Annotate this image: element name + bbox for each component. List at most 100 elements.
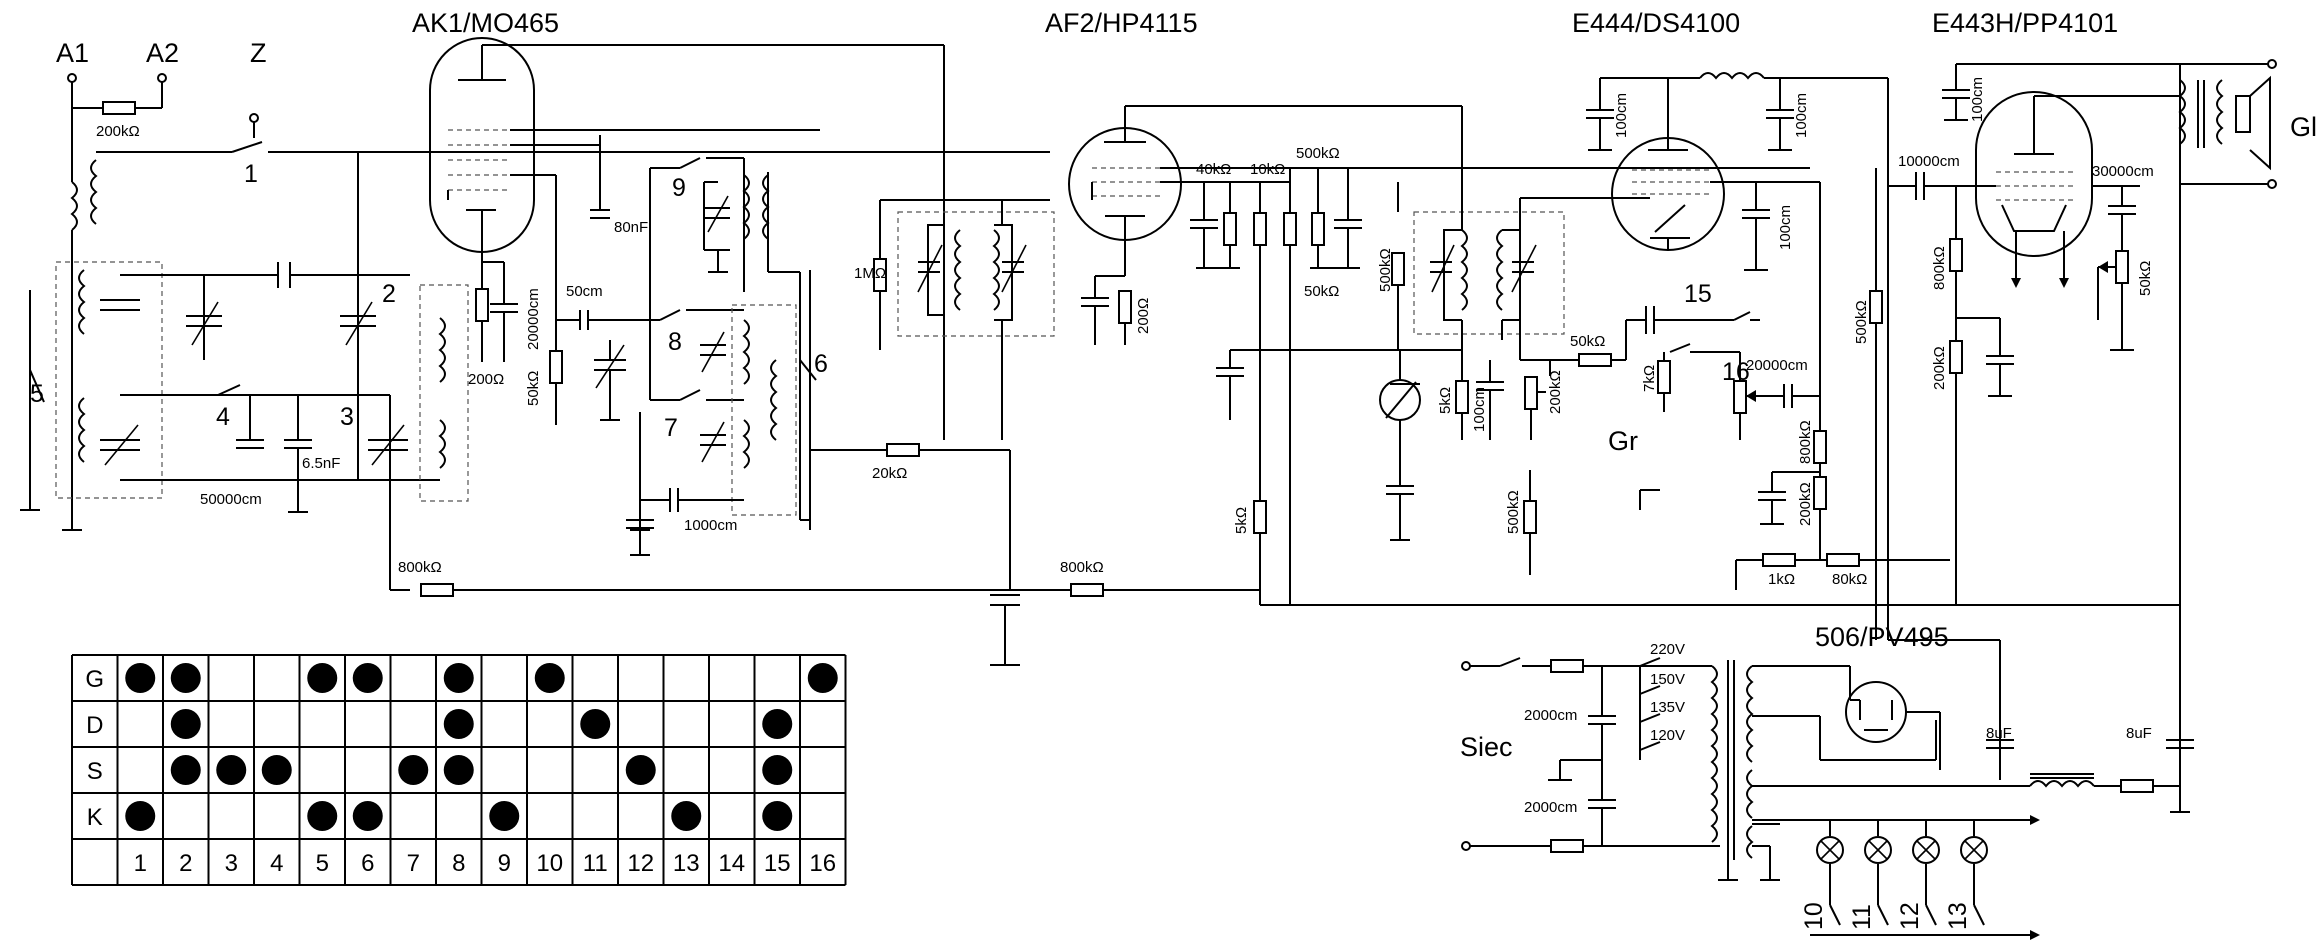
- table-col-label: 5: [316, 850, 329, 877]
- label-r-1m: 1MΩ: [854, 265, 886, 282]
- table-dot: [170, 709, 201, 739]
- table-dot: [352, 663, 383, 693]
- tube-ak1: 200Ω 20000cm 50kΩ 80nF 50cm: [429, 37, 945, 425]
- tube-name-ak1: AK1/MO465: [412, 8, 559, 38]
- label-c-2000cm-b: 2000cm: [1524, 799, 1577, 816]
- label-r-800k-c: 800kΩ: [1797, 420, 1814, 464]
- label-c-1000cm: 1000cm: [684, 517, 737, 534]
- tube-name-e444: E444/DS4100: [1572, 8, 1740, 38]
- oscillator-section: 9 8 7: [594, 157, 1011, 590]
- table-dot: [261, 755, 292, 785]
- label-c-8uf-b: 8uF: [2126, 725, 2152, 742]
- table-dot: [170, 663, 201, 693]
- label-r-800k-d: 800kΩ: [1931, 246, 1948, 290]
- table-dot: [762, 755, 793, 785]
- table-dot: [671, 801, 702, 831]
- label-r-500k-det: 500kΩ: [1377, 248, 1394, 292]
- label-c-6-5nf: 6.5nF: [302, 455, 340, 472]
- switch-15-label: 15: [1684, 280, 1712, 308]
- table-col-label: 3: [225, 850, 238, 877]
- label-r-50k-osc: 50kΩ: [525, 371, 542, 406]
- table-dot: [625, 755, 656, 785]
- label-c-30000cm: 30000cm: [2092, 163, 2154, 180]
- table-col-label: 14: [718, 850, 745, 877]
- table-col-label: 13: [673, 850, 700, 877]
- switch-1-label: 1: [244, 160, 258, 188]
- label-tap-135v: 135V: [1650, 699, 1685, 716]
- tube-af2: 200Ω: [1068, 105, 1810, 345]
- label-r-1k: 1kΩ: [1768, 571, 1795, 588]
- table-dot: [580, 709, 611, 739]
- switch-10-label: 10: [1800, 902, 1828, 930]
- terminal-gr: Gr: [1608, 426, 1638, 456]
- table-dot: [352, 801, 383, 831]
- terminal-siec: Siec: [1460, 732, 1513, 762]
- switch-6-label: 6: [814, 350, 828, 378]
- tube-name-e443h: E443H/PP4101: [1932, 8, 2118, 38]
- label-r-50k-gate: 50kΩ: [1570, 333, 1605, 350]
- table-col-label: 8: [452, 850, 465, 877]
- label-r-50k-mid: 50kΩ: [1304, 283, 1339, 300]
- label-tap-220v: 220V: [1650, 641, 1685, 658]
- table-dot: [443, 709, 474, 739]
- label-c-100cm-d: 100cm: [1777, 205, 1794, 250]
- label-r-200-cath: 200Ω: [468, 371, 504, 388]
- table-dot: [125, 801, 156, 831]
- switch-12-label: 12: [1896, 902, 1924, 930]
- label-c-100cm-e: 100cm: [1969, 77, 1986, 122]
- label-r-200k-c: 200kΩ: [1931, 346, 1948, 390]
- label-r-40k: 40kΩ: [1196, 161, 1231, 178]
- table-col-label: 1: [134, 850, 147, 877]
- detector-network: 200kΩ 50kΩ 15 16 7kΩ 20000cm 800kΩ: [1505, 198, 1950, 590]
- label-c-100cm-c: 100cm: [1471, 387, 1488, 432]
- tube-e443h: 100cm 10000cm 800kΩ 200kΩ 500kΩ 30000cm: [1853, 59, 2277, 800]
- top-bus: 1 2 4 3 6.5nF 50000cm: [96, 141, 1050, 597]
- table-col-label: 16: [809, 850, 836, 877]
- label-r-200k-b: 200kΩ: [1797, 482, 1814, 526]
- table-col-label: 12: [627, 850, 654, 877]
- label-r-80k: 80kΩ: [1832, 571, 1867, 588]
- table-dot: [307, 663, 338, 693]
- table-col-label: 2: [179, 850, 192, 877]
- table-col-label: 4: [270, 850, 283, 877]
- switch-13-label: 13: [1944, 902, 1972, 930]
- label-r-5k-a: 5kΩ: [1437, 387, 1454, 414]
- table-dot: [534, 663, 565, 693]
- switch-3-label: 3: [340, 403, 354, 431]
- label-c-50000cm: 50000cm: [200, 491, 262, 508]
- label-c-50cm: 50cm: [566, 283, 603, 300]
- label-c-2000cm-a: 2000cm: [1524, 707, 1577, 724]
- terminal-a1: A1: [56, 38, 89, 68]
- if-transformer-1: 1MΩ 800kΩ: [854, 199, 1260, 666]
- power-supply: 2000cm 2000cm 220V 150V 135V 120V 8u: [1461, 639, 2194, 940]
- table-row-label: G: [85, 666, 104, 693]
- table-dot: [762, 801, 793, 831]
- label-tap-150v: 150V: [1650, 671, 1685, 688]
- table-dot: [398, 755, 429, 785]
- label-r-20k: 20kΩ: [872, 465, 907, 482]
- label-r-7k: 7kΩ: [1641, 365, 1658, 392]
- terminal-a2: A2: [146, 38, 179, 68]
- table-dot: [125, 663, 156, 693]
- label-r-50k-tone: 50kΩ: [2137, 261, 2154, 296]
- label-r-200-if: 200Ω: [1135, 298, 1152, 334]
- table-col-label: 10: [536, 850, 563, 877]
- label-c-80nf: 80nF: [614, 219, 648, 236]
- label-c-100cm-a: 100cm: [1613, 93, 1630, 138]
- switch-4-label: 4: [216, 403, 230, 431]
- antenna-section: 200kΩ 5: [20, 73, 259, 531]
- label-c-100cm-b: 100cm: [1793, 93, 1810, 138]
- switch-9-label: 9: [672, 174, 686, 202]
- tube-name-af2: AF2/HP4115: [1045, 8, 1198, 38]
- label-c-20000cm-b: 20000cm: [1746, 357, 1808, 374]
- label-r-500k-c: 500kΩ: [1853, 300, 1870, 344]
- tube-e444: 100cm 100cm 100cm: [1586, 72, 1888, 420]
- switch-8-label: 8: [668, 328, 682, 356]
- label-r-5k-b: 5kΩ: [1233, 507, 1250, 534]
- table-col-label: 9: [498, 850, 511, 877]
- label-r-800k-a: 800kΩ: [398, 559, 442, 576]
- label-r-10k: 10kΩ: [1250, 161, 1285, 178]
- table-dot: [762, 709, 793, 739]
- table-dot: [807, 663, 838, 693]
